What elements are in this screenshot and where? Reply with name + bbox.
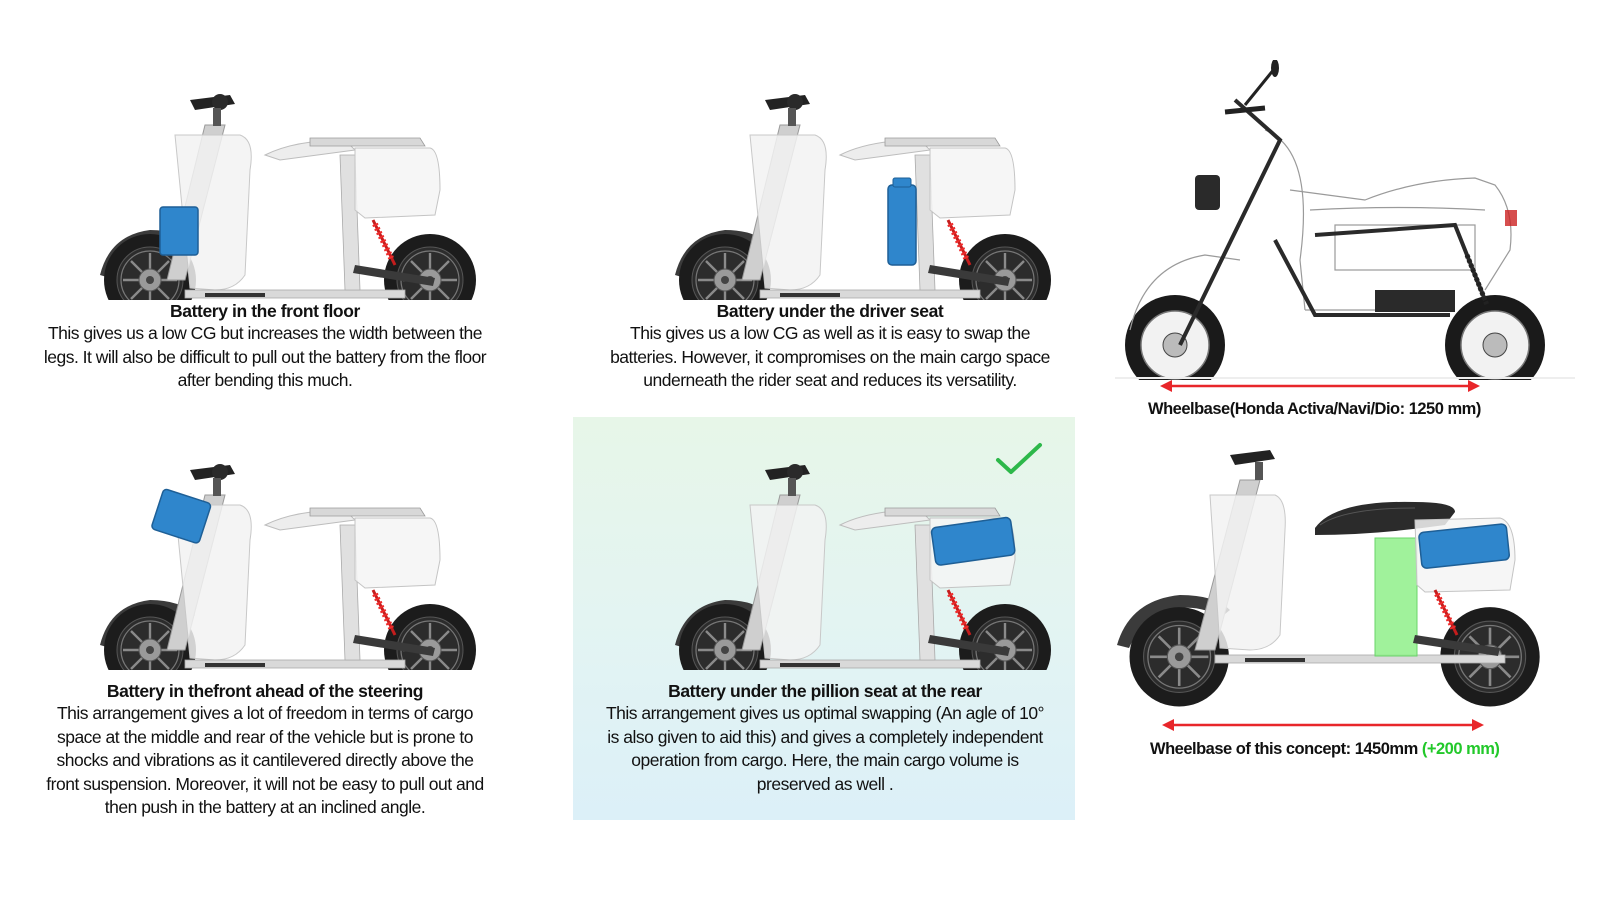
battery-block bbox=[930, 516, 1016, 566]
caption-line: This arrangement gives us optimal swappi… bbox=[605, 703, 1045, 723]
caption-line: then push in the battery at an inclined … bbox=[104, 797, 426, 817]
caption-line: This gives us a low CG but increases the… bbox=[47, 323, 483, 343]
caption-front-steering: Battery in thefront ahead of the steerin… bbox=[10, 680, 520, 820]
caption-title: Battery in the front floor bbox=[170, 301, 360, 321]
battery-block bbox=[151, 488, 212, 544]
battery-block bbox=[1418, 523, 1511, 569]
caption-line: batteries. However, it compromises on th… bbox=[610, 346, 1050, 367]
caption-line: preserved as well . bbox=[756, 773, 894, 794]
caption-driver-seat: Battery under the driver seat This gives… bbox=[570, 300, 1090, 393]
wheelbase-concept-label: Wheelbase of this concept: 1450mm (+200 … bbox=[1150, 740, 1500, 759]
battery-block bbox=[159, 206, 199, 256]
caption-line: space at the middle and rear of the vehi… bbox=[56, 726, 474, 747]
wheelbase-arrow-concept bbox=[1162, 719, 1484, 731]
caption-line: after bending this much. bbox=[177, 370, 353, 390]
caption-line: front suspension. Moreover, it will not … bbox=[46, 773, 484, 794]
scooter-pillion-seat-illustration bbox=[630, 410, 1060, 670]
caption-title: Battery in thefront ahead of the steerin… bbox=[106, 681, 424, 701]
caption-title: Battery under the pillion seat at the re… bbox=[668, 681, 982, 701]
concept-scooter-illustration bbox=[1117, 450, 1541, 708]
check-icon bbox=[996, 443, 1042, 474]
caption-line: This gives us a low CG as well as it is … bbox=[630, 323, 1030, 343]
wheelbase-arrow-reference bbox=[1160, 380, 1480, 392]
caption-title: Battery under the driver seat bbox=[716, 301, 944, 321]
caption-front-floor: Battery in the front floor This gives us… bbox=[10, 300, 520, 393]
scooter-driver-seat-illustration bbox=[630, 40, 1060, 300]
caption-line: is also given to aid this) and gives a c… bbox=[607, 726, 1043, 747]
caption-line: operation from cargo. Here, the main car… bbox=[631, 750, 1019, 770]
wheelbase-reference-label: Wheelbase(Honda Activa/Navi/Dio: 1250 mm… bbox=[1148, 400, 1481, 418]
wheelbase-concept-value: Wheelbase of this concept: 1450mm bbox=[1150, 740, 1422, 758]
caption-line: legs. It will also be difficult to pull … bbox=[43, 346, 487, 367]
caption-pillion-seat: Battery under the pillion seat at the re… bbox=[575, 680, 1075, 796]
battery-block bbox=[887, 184, 917, 266]
caption-line: This arrangement gives a lot of freedom … bbox=[56, 703, 474, 723]
cargo-volume-highlight bbox=[1374, 537, 1418, 657]
scooter-front-floor-illustration bbox=[55, 40, 485, 300]
caption-line: shocks and vibrations as it cantilevered… bbox=[56, 750, 475, 770]
honda-scooter-wireframe-illustration bbox=[1115, 60, 1575, 380]
scooter-front-steering-illustration bbox=[55, 410, 485, 670]
caption-line: underneath the rider seat and reduces it… bbox=[643, 370, 1017, 390]
wheelbase-concept-delta: (+200 mm) bbox=[1421, 740, 1500, 758]
